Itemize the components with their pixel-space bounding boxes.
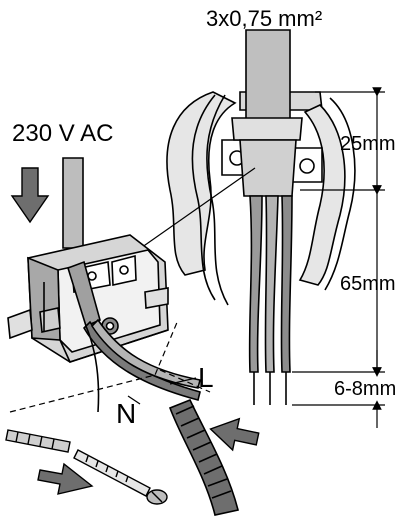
wire-n-label: N xyxy=(116,398,137,429)
dim-strip-label: 6-8mm xyxy=(334,378,397,400)
dimension-lines xyxy=(292,87,385,428)
right-wires xyxy=(248,195,293,405)
wire-n-leader xyxy=(127,395,141,405)
junction-box xyxy=(7,234,169,363)
screw-and-plug xyxy=(5,429,168,505)
conduit-arrow-icon xyxy=(209,417,260,452)
dim-top-label: 25mm xyxy=(340,133,396,155)
cable-spec-label: 3x0,75 mm² xyxy=(206,6,323,31)
box-wires xyxy=(67,260,201,413)
mounting-surface-outline xyxy=(9,319,211,413)
voltage-label: 230 V AC xyxy=(12,120,114,147)
supply-cable xyxy=(62,157,84,249)
wire-l-leader xyxy=(169,377,197,385)
screw-arrow-icon xyxy=(37,462,94,495)
wire-l-label: L xyxy=(198,362,214,393)
down-arrow-icon xyxy=(10,167,50,224)
right-cable xyxy=(231,29,303,197)
dim-middle-label: 65mm xyxy=(340,273,396,295)
corrugated-conduit xyxy=(168,398,239,516)
